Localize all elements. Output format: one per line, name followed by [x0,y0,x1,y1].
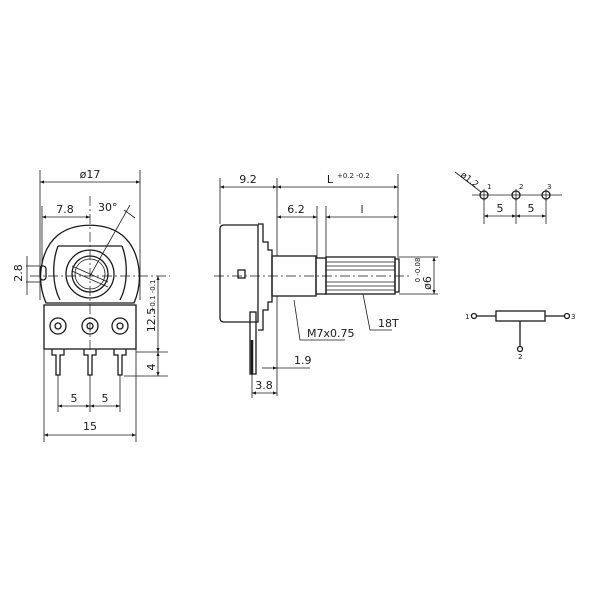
dim-hole-diameter: ø1.2 [458,170,480,190]
dim-pcb-pitch-right: 5 [528,202,535,215]
dim-shaft-diameter: ø6 [421,276,434,290]
dim-bushing-length: 6.2 [287,203,305,216]
schematic-pin-1: 1 [465,313,469,321]
schematic-symbol: 1 3 2 [465,310,575,361]
dim-flange: 1.9 [294,354,312,367]
label-knurl: 18T [378,317,399,330]
dim-shaft-diameter-tolerance: 0 -0.08 [414,258,422,283]
dim-slot: 2.8 [12,264,25,282]
label-thread: M7x0.75 [307,327,355,340]
knurl-lines [326,261,395,291]
dim-shaft-length-tolerance: +0.2 -0.2 [337,172,370,180]
dim-pin-offset: 3.8 [255,379,273,392]
pcb-hole-layout: ø1.2 1 2 3 5 5 [454,170,562,224]
side-view: 9.2 L +0.2 -0.2 6.2 l ø6 0 -0.08 M7x0.75… [214,172,438,398]
pin-label-2: 2 [519,183,523,191]
front-view: ø17 7.8 30° 2.8 12.5 +0.1 -0.1 4 5 5 15 [12,168,170,442]
dim-shaft-length: L [327,173,334,186]
schematic-pin-3: 3 [571,313,575,321]
dim-knurl-length: l [360,203,363,216]
schematic-pin-2: 2 [518,353,522,361]
pins [51,349,127,376]
dim-pcb-pitch-left: 5 [497,202,504,215]
dim-width: 15 [83,420,97,433]
pin-label-3: 3 [547,183,551,191]
dim-pitch-right: 5 [102,392,109,405]
dim-body-diameter: ø17 [80,168,101,181]
dim-angle: 30° [98,201,118,214]
dim-body-depth: 9.2 [239,173,257,186]
dim-pitch-left: 5 [71,392,78,405]
terminal-holes [49,317,129,335]
dim-pin-length: 4 [145,364,158,371]
dim-offset: 7.8 [56,203,74,216]
dim-height: 12.5 [145,308,158,333]
dim-height-tolerance: +0.1 -0.1 [149,280,157,313]
pin-label-1: 1 [487,183,491,191]
